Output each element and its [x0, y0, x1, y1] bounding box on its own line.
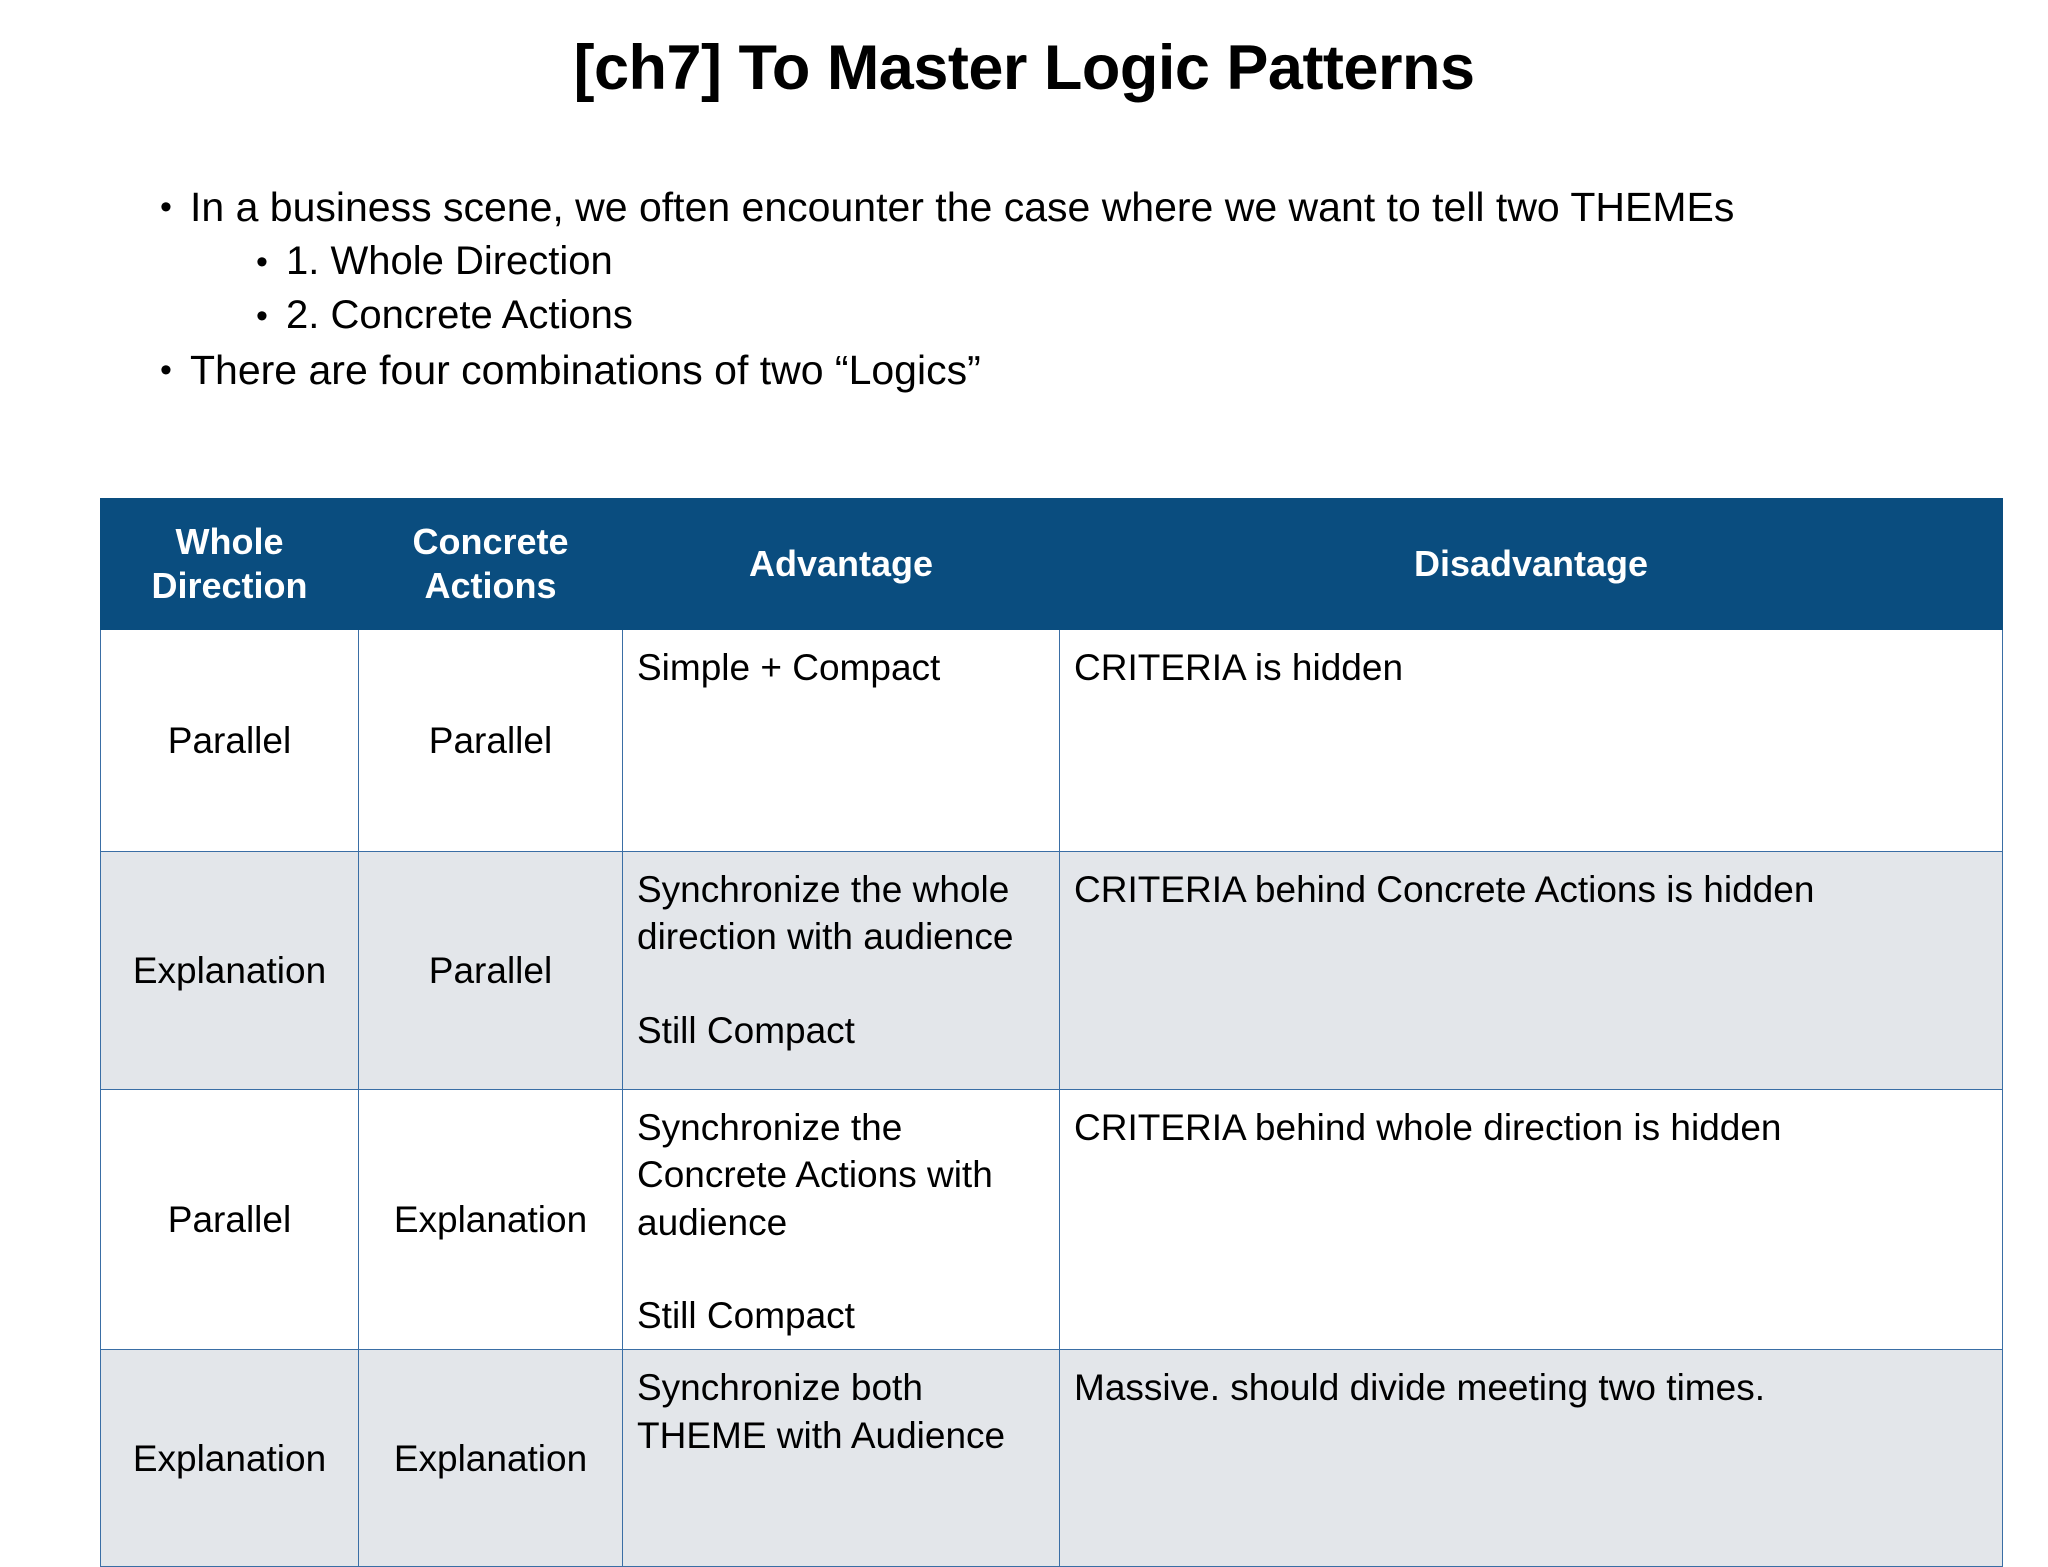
advantage-line-1: Simple + Compact — [637, 647, 941, 688]
cell-disadvantage: Massive. should divide meeting two times… — [1059, 1349, 2003, 1567]
list-item: • There are four combinations of two “Lo… — [160, 343, 1960, 398]
advantage-line-1: Synchronize the Concrete Actions with au… — [637, 1107, 993, 1243]
disadvantage-line-1: CRITERIA behind Concrete Actions is hidd… — [1074, 869, 1815, 910]
advantage-line-2: Still Compact — [637, 1009, 855, 1051]
cell-whole-direction: Explanation — [100, 1349, 359, 1567]
cell-advantage: Synchronize both THEME with Audience — [622, 1349, 1060, 1567]
disadvantage-line-1: CRITERIA is hidden — [1074, 647, 1404, 688]
cell-whole-direction: Parallel — [100, 1088, 359, 1351]
column-header-whole-direction: Whole Direction — [100, 498, 359, 630]
table-row: Explanation Parallel Synchronize the who… — [100, 851, 2003, 1090]
bullet-dot-icon: • — [256, 296, 268, 335]
cell-concrete-actions: Parallel — [358, 629, 623, 852]
column-header-concrete-actions: Concrete Actions — [358, 498, 623, 630]
cell-whole-direction: Parallel — [100, 629, 359, 852]
cell-whole-direction: Explanation — [100, 851, 359, 1090]
cell-advantage: Simple + Compact — [622, 629, 1060, 852]
cell-advantage: Synchronize the Concrete Actions with au… — [622, 1088, 1060, 1351]
cell-disadvantage: CRITERIA behind Concrete Actions is hidd… — [1059, 851, 2003, 1090]
cell-disadvantage: CRITERIA behind whole direction is hidde… — [1059, 1088, 2003, 1351]
spacer — [637, 1246, 1059, 1292]
disadvantage-line-1: Massive. should divide meeting two times… — [1074, 1367, 1765, 1409]
cell-concrete-actions: Explanation — [358, 1088, 623, 1351]
advantage-line-1: Synchronize the whole direction with aud… — [637, 869, 1014, 958]
list-item-label: 2. Concrete Actions — [286, 292, 633, 337]
logic-patterns-table: Whole Direction Concrete Actions Advanta… — [100, 498, 2003, 1567]
cell-concrete-actions: Explanation — [358, 1349, 623, 1567]
cell-advantage: Synchronize the whole direction with aud… — [622, 851, 1060, 1090]
list-item: • In a business scene, we often encounte… — [160, 180, 1960, 235]
bullet-dot-icon: • — [256, 242, 268, 281]
spacer — [637, 961, 1059, 1007]
table-row: Explanation Explanation Synchronize both… — [100, 1349, 2003, 1567]
cell-disadvantage: CRITERIA is hidden — [1059, 629, 2003, 852]
list-item: • 2. Concrete Actions — [256, 289, 1960, 343]
page-title: [ch7] To Master Logic Patterns — [573, 33, 1476, 103]
table-row: Parallel Explanation Synchronize the Con… — [100, 1088, 2003, 1351]
cell-concrete-actions: Parallel — [358, 851, 623, 1090]
disadvantage-line-1: CRITERIA behind whole direction is hidde… — [1074, 1107, 1782, 1148]
table-header-row: Whole Direction Concrete Actions Advanta… — [100, 498, 2003, 630]
advantage-line-1: Synchronize both THEME with Audience — [637, 1367, 1006, 1456]
bullet-dot-icon: • — [160, 188, 172, 226]
bullet-list: • In a business scene, we often encounte… — [160, 180, 1960, 398]
list-item-label: There are four combinations of two “Logi… — [190, 347, 981, 394]
bullet-dot-icon: • — [160, 351, 172, 390]
list-item: • 1. Whole Direction — [256, 235, 1960, 289]
list-item-label: In a business scene, we often encounter … — [190, 184, 1735, 230]
column-header-disadvantage: Disadvantage — [1059, 498, 2003, 630]
column-header-advantage: Advantage — [622, 498, 1060, 630]
list-item-label: 1. Whole Direction — [286, 238, 613, 283]
advantage-line-2: Still Compact — [637, 1295, 855, 1337]
table-row: Parallel Parallel Simple + Compact CRITE… — [100, 629, 2003, 852]
